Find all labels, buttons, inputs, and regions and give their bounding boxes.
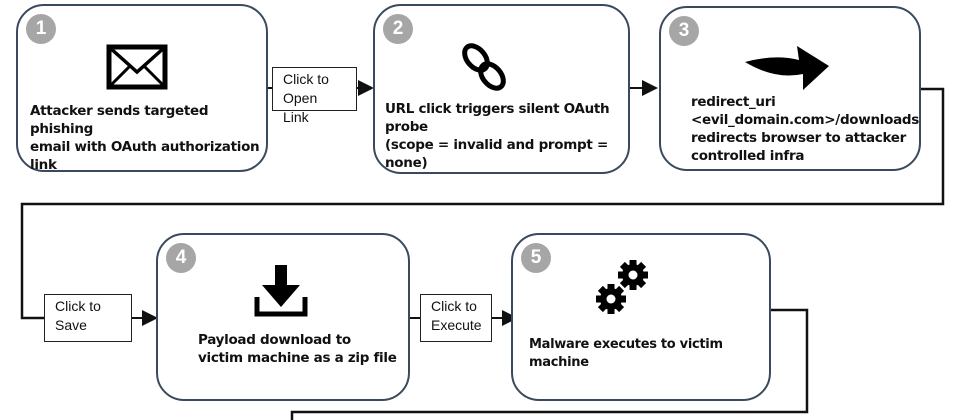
- download-icon: [254, 265, 308, 317]
- step-number-badge: 3: [669, 16, 699, 46]
- gears-icon: [596, 260, 648, 314]
- label-line: Click to: [283, 71, 329, 87]
- label-line: Save: [55, 317, 87, 333]
- step-text-line: Payload download to: [198, 332, 351, 348]
- step-4-box: 4 Payload download to victim machine as …: [156, 233, 410, 401]
- connector-5-next: [290, 308, 809, 420]
- step-text-line: redirects browser to attacker: [691, 130, 907, 146]
- redirect-arrow-icon: [745, 46, 829, 90]
- connector-label-open-link: Click to Open Link: [272, 67, 357, 125]
- label-line: Click to: [55, 298, 101, 314]
- label-line: Open Link: [283, 90, 318, 125]
- label-line: Execute: [431, 317, 482, 333]
- step-text-line: Attacker sends targeted phishing: [30, 103, 209, 137]
- step-number-badge: 2: [383, 14, 413, 44]
- step-text-line: (scope = invalid and prompt = none): [385, 137, 608, 171]
- chain-link-icon: [462, 43, 506, 91]
- step-3-box: 3 redirect_uri <evil_domain.com>/downloa…: [659, 6, 921, 171]
- step-5-box: 5 Malware executes to victim machine: [511, 233, 771, 401]
- step-text-line: redirect_uri: [691, 94, 776, 110]
- connector-label-execute: Click to Execute: [420, 294, 492, 342]
- step-text-line: email with OAuth authorization link: [30, 139, 260, 173]
- connector-3-4: [20, 87, 945, 320]
- step-text-line: Malware executes to victim machine: [529, 337, 723, 370]
- step-number-badge: 1: [26, 14, 56, 44]
- step-text-line: <evil_domain.com>/downloads: [691, 112, 919, 128]
- step-number-badge: 5: [521, 243, 551, 273]
- step-1-box: 1 Attacker sends targeted phishing email…: [16, 4, 268, 173]
- step-number-badge: 4: [166, 243, 196, 273]
- step-text-line: URL click triggers silent OAuth probe: [385, 101, 610, 135]
- envelope-icon: [106, 44, 168, 90]
- step-text-line: controlled infra: [691, 148, 805, 164]
- label-line: Click to: [431, 298, 477, 314]
- step-2-box: 2 URL click triggers silent OAuth probe …: [373, 4, 630, 174]
- connector-label-save: Click to Save: [44, 294, 132, 342]
- step-text-line: victim machine as a zip file: [198, 350, 397, 366]
